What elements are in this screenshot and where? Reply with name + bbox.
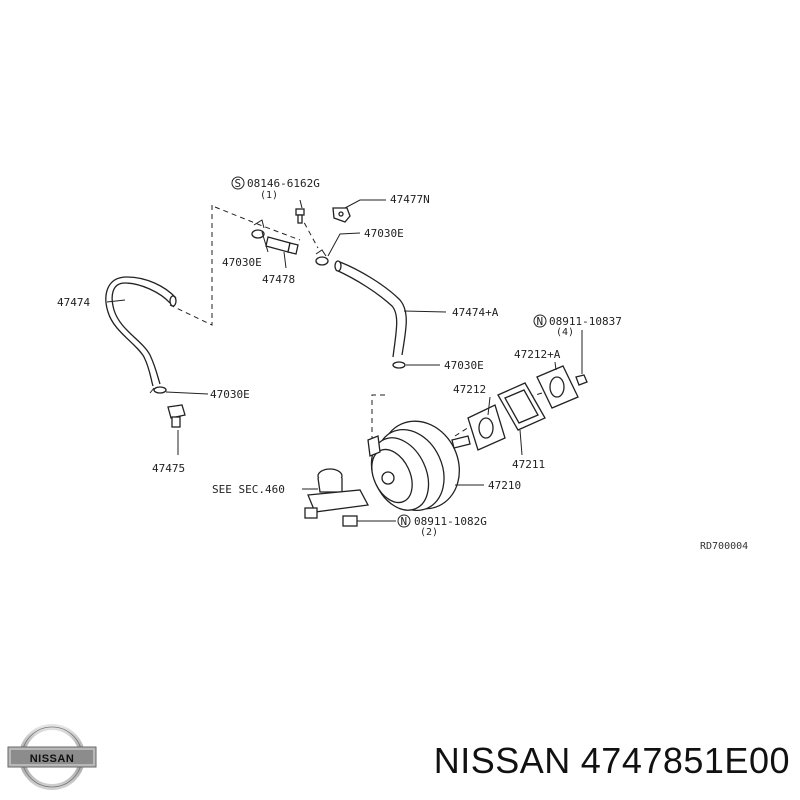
label-47474: 47474	[57, 296, 90, 309]
label-08911-1082g: 08911-1082G	[414, 515, 487, 528]
guide-line-booster	[371, 394, 385, 455]
label-08911-10837: 08911-10837	[549, 315, 622, 328]
logo-text: NISSAN	[30, 753, 75, 765]
clamp-47030e-top-left	[251, 219, 265, 239]
clamp-47030e-top-right	[315, 249, 329, 266]
label-47030e-top-right: 47030E	[364, 227, 404, 240]
label-08146-6162g: 08146-6162G	[247, 177, 320, 190]
nut-prefix-label-1: N	[537, 315, 544, 328]
label-47212: 47212	[453, 383, 486, 396]
nut-prefix-label-2: N	[401, 515, 408, 528]
bracket-47477n	[332, 207, 351, 223]
label-47475: 47475	[152, 462, 185, 475]
label-08911-10837-qty: (4)	[556, 327, 574, 338]
label-08911-1082g-qty: (2)	[420, 527, 438, 538]
nissan-logo: NISSAN	[7, 724, 97, 790]
gasket-47212	[467, 404, 506, 451]
label-47212a: 47212+A	[514, 348, 561, 361]
guide-line-right	[299, 214, 319, 249]
label-47030e-left: 47030E	[210, 388, 250, 401]
spacer-47211	[497, 382, 546, 431]
label-47478: 47478	[262, 273, 295, 286]
label-47474a: 47474+A	[452, 306, 499, 319]
brand-name: NISSAN	[433, 740, 571, 781]
label-47210: 47210	[488, 479, 521, 492]
label-47030e-mid: 47030E	[444, 359, 484, 372]
bolt-08146	[295, 208, 305, 224]
nut-08911-10837	[575, 374, 588, 386]
label-47030e-top-left: 47030E	[222, 256, 262, 269]
label-08146-qty: (1)	[260, 190, 278, 201]
guide-line-left	[169, 205, 213, 326]
clamp-47030e-mid	[392, 361, 406, 369]
hose-47474	[105, 276, 177, 387]
part-number: 4747851E00	[580, 740, 790, 781]
part-labels: S 08146-6162G (1) 47477N 47030E 47030E 4…	[57, 176, 748, 552]
label-see-sec-460: SEE SEC.460	[212, 483, 285, 496]
bolt-prefix-label: S	[235, 177, 242, 190]
leader-lines	[106, 199, 583, 522]
label-47211: 47211	[512, 458, 545, 471]
valve-47475	[167, 404, 186, 428]
connector-47478	[265, 236, 299, 255]
reference-code: RD700004	[700, 541, 748, 552]
brake-booster-47210	[367, 420, 471, 512]
gasket-47212a	[536, 365, 579, 409]
master-cylinder	[304, 468, 370, 527]
guide-line-top	[214, 206, 301, 241]
label-47477n: 47477N	[390, 193, 430, 206]
clamp-47030e-left	[149, 386, 167, 394]
hose-47474a	[334, 260, 407, 358]
